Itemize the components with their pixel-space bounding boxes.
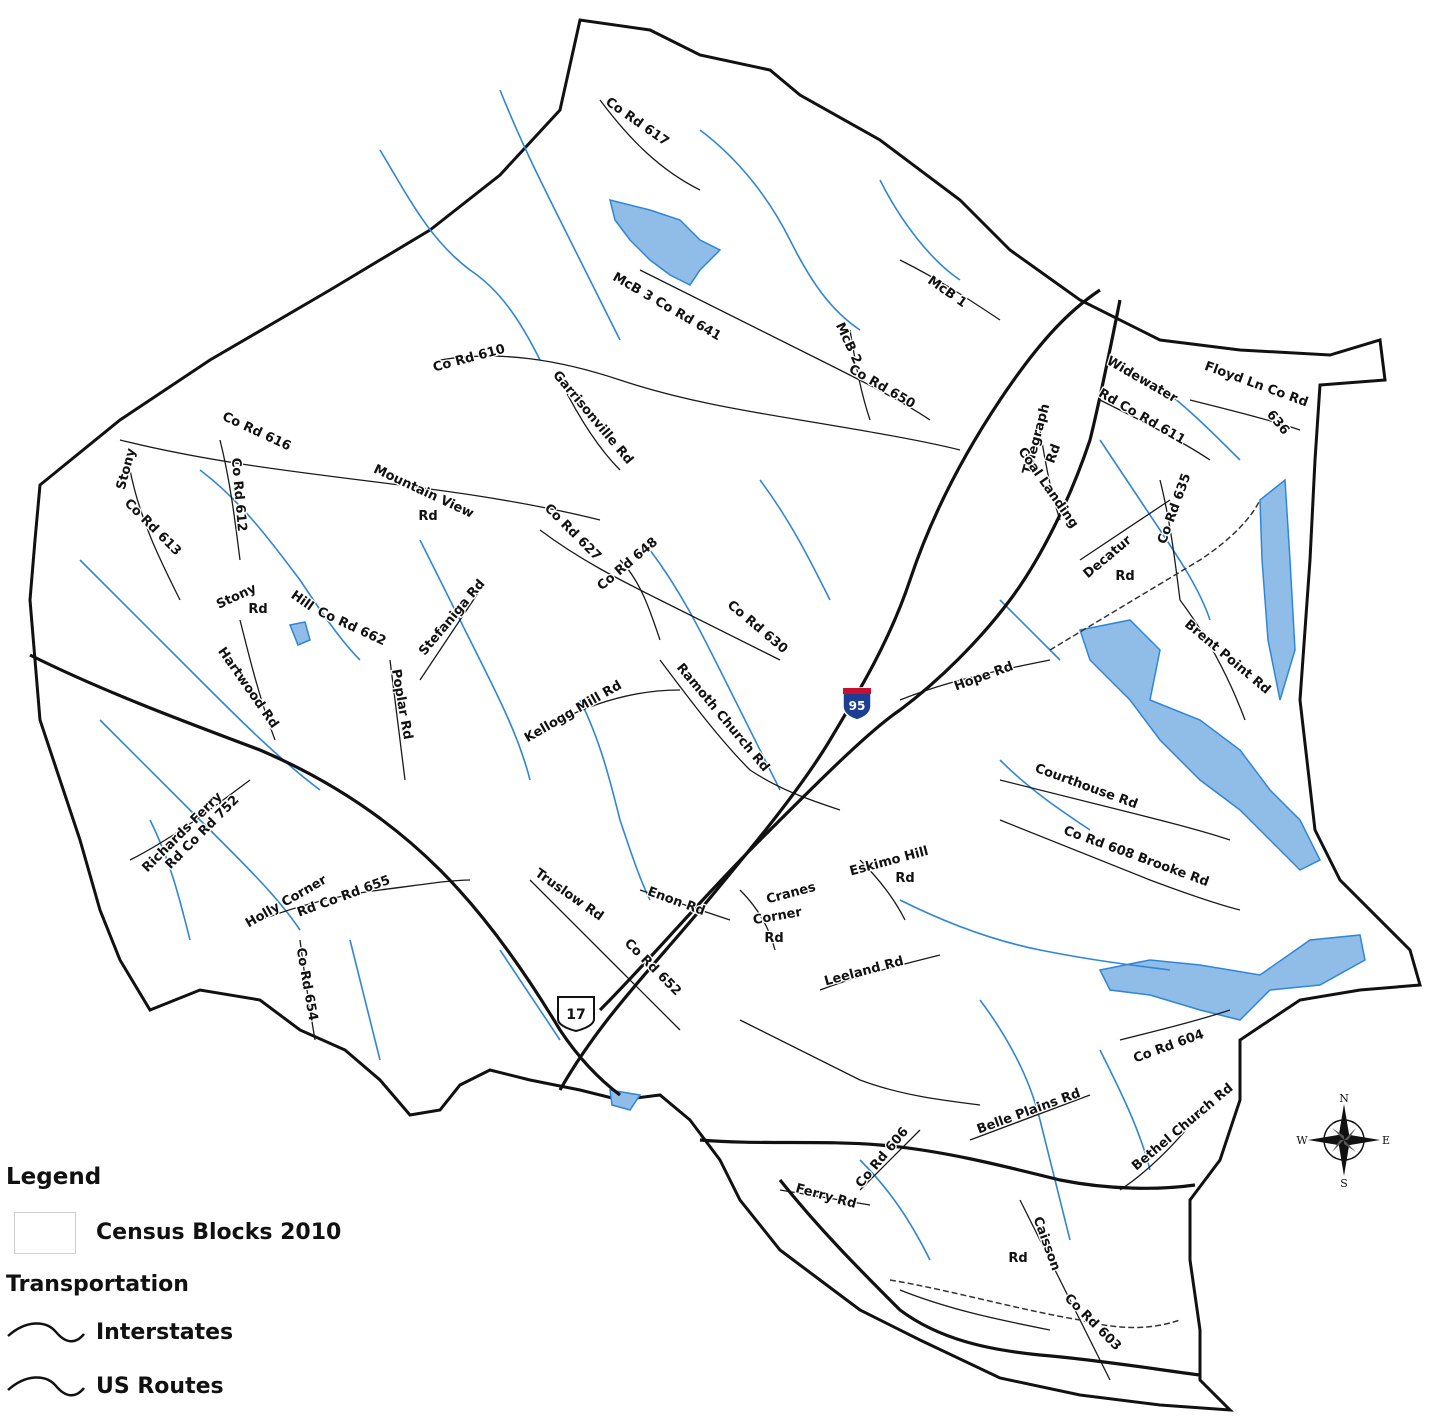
- route-1-line: [598, 299, 1122, 1012]
- transportation-heading: Transportation: [6, 1272, 189, 1297]
- interstates-swatch: [7, 1322, 85, 1343]
- us-routes-swatch: [7, 1376, 85, 1397]
- southern-highway: [699, 1138, 1196, 1190]
- road-label: Rd: [764, 931, 783, 946]
- lake-north: [608, 198, 722, 286]
- census-blocks-swatch: [14, 1212, 76, 1254]
- interstate-95-line: [558, 288, 1101, 1091]
- compass-rose: N S E W: [1296, 1092, 1392, 1190]
- interstate-95-shield: 95: [842, 687, 872, 721]
- major-highways: [29, 288, 1201, 1377]
- interstates-label: Interstates: [96, 1320, 234, 1345]
- southern-highway-2: [778, 1179, 1201, 1377]
- us-route-17-shield: 17: [557, 996, 595, 1033]
- pond-west: [288, 621, 311, 646]
- road-label: Rd: [248, 602, 267, 617]
- road-label: Rd: [895, 871, 914, 886]
- compass-w: W: [1296, 1134, 1308, 1147]
- road-label: Rd: [1115, 569, 1134, 584]
- legend-title: Legend: [6, 1164, 102, 1190]
- compass-s: S: [1340, 1177, 1348, 1188]
- county-boundary: [28, 18, 1422, 1412]
- lake-east: [1079, 619, 1322, 871]
- compass-e: E: [1382, 1134, 1390, 1147]
- us-route-17-number: 17: [566, 1007, 585, 1023]
- railroad: [889, 499, 1261, 1329]
- road-label: Rd: [418, 509, 437, 524]
- census-blocks-label: Census Blocks 2010: [96, 1220, 342, 1245]
- creek-south-east: [1098, 934, 1366, 1021]
- compass-n: N: [1339, 1092, 1349, 1105]
- road-label: Rd: [1008, 1251, 1027, 1266]
- us-route-17-line: [29, 653, 621, 1097]
- east-shore-water: [1259, 478, 1296, 701]
- us-routes-label: US Routes: [96, 1374, 224, 1399]
- local-roads: [119, 99, 1301, 1381]
- interstate-95-number: 95: [849, 699, 866, 713]
- map-legend: Legend Census Blocks 2010 Transportation…: [6, 1160, 426, 1410]
